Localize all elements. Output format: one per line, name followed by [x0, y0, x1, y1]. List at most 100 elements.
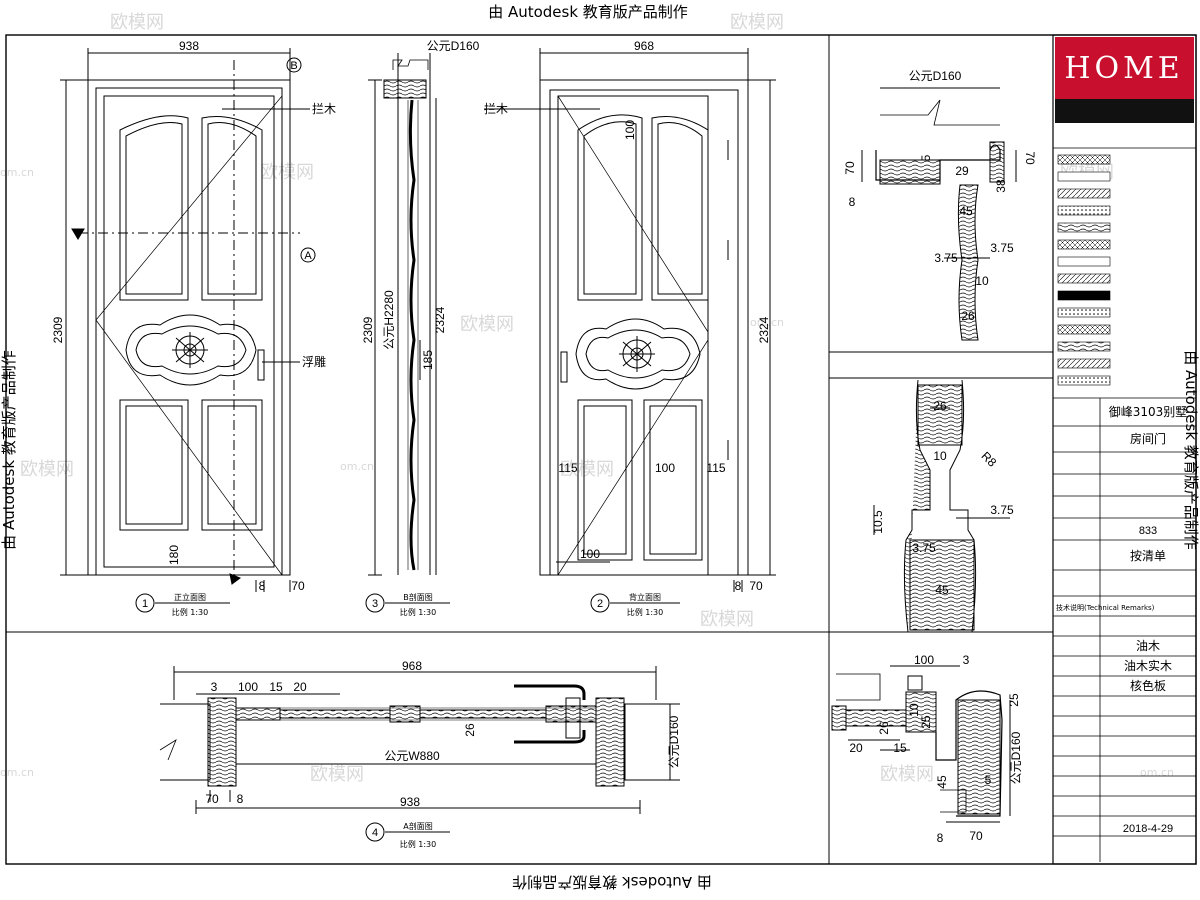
dm-105: 10.5: [871, 510, 885, 534]
v4-width: 938: [400, 795, 420, 809]
tb-finish1: 油木实木: [1124, 658, 1172, 673]
db-8: 8: [937, 831, 944, 845]
dm-375a: 3.75: [912, 541, 936, 555]
watermarks: 欧模网 欧模网 欧模网 欧模网 欧模网 欧模网 欧模网 欧模网 欧模网 欧模网 …: [0, 12, 1174, 785]
dt-375b: 3.75: [990, 241, 1014, 255]
dt-38: 38: [994, 179, 1008, 193]
view-section-b: [365, 53, 450, 613]
v1-rail-label: 拦木: [312, 102, 336, 116]
dt-5: 5: [919, 154, 933, 161]
v1-marker-b: B: [290, 60, 297, 72]
dm-26: 26: [933, 399, 947, 413]
db-3: 3: [963, 653, 970, 667]
tb-qty: 833: [1139, 525, 1157, 537]
dt-29: 29: [955, 164, 969, 178]
watermark-3: 欧模网: [260, 162, 314, 183]
v3-num: 3: [372, 598, 378, 610]
detail-top: [861, 87, 1017, 341]
watermark-om-2: om.cn: [750, 316, 784, 329]
v2-stile-left: 115: [558, 461, 577, 475]
dt-opening: 公元D160: [909, 69, 962, 83]
view-back-elevation: [484, 48, 776, 613]
tb-model: 御峰3103别墅: [1109, 404, 1188, 419]
v4-mid: 26: [463, 723, 477, 737]
tb-finish2: 核色板: [1130, 679, 1166, 693]
watermark-1: 欧模网: [110, 12, 164, 33]
db-15: 15: [893, 741, 907, 755]
watermark-6: 欧模网: [560, 459, 614, 480]
watermark-om-5: om.cn: [1140, 766, 1174, 779]
v1-stop: 8: [259, 579, 266, 593]
dm-45: 45: [935, 583, 949, 597]
view-section-a: [159, 666, 680, 842]
watermark-om-3: om.cn: [340, 460, 374, 473]
detail-top-labels: 公元D160 70 5 70 8 29 38 45 3.75 3.75 10 2…: [843, 69, 1037, 323]
dt-45: 45: [959, 204, 973, 218]
dm-r8: R8: [978, 449, 999, 470]
banner-top: 由 Autodesk 教育版产品制作: [488, 3, 688, 21]
v4-wall: 公元D160: [667, 715, 681, 768]
db-d160: 公元D160: [1009, 731, 1023, 784]
banner-bottom: 由 Autodesk 教育版产品制作: [512, 873, 712, 891]
v3-title: B剖面图: [403, 592, 433, 602]
legend-swatches: [1057, 154, 1111, 386]
watermark-8: 欧模网: [700, 609, 754, 630]
v4-scale: 比例 1:30: [400, 839, 437, 849]
v2-frame: 70: [749, 579, 763, 593]
v4-d3: 15: [269, 680, 283, 694]
watermark-10: 欧模网: [880, 764, 934, 785]
dt-70a: 70: [843, 161, 857, 175]
tb-material: 油木: [1136, 639, 1160, 653]
v4-d4: 20: [293, 680, 307, 694]
v1-marker-a: A: [304, 250, 312, 262]
v1-height: 2309: [51, 316, 65, 343]
tb-name: 房间门: [1130, 431, 1166, 446]
v3-opening: 公元D160: [427, 39, 480, 53]
v3-height-inner: 公元H2280: [382, 290, 396, 350]
v2-mid: 100: [655, 461, 675, 475]
v2-top-rail: 100: [623, 120, 637, 140]
v2-num: 2: [597, 598, 603, 610]
v1-title: 正立面图: [174, 592, 206, 602]
v2-title: 背立面图: [629, 592, 661, 602]
watermark-2: 欧模网: [730, 12, 784, 33]
v2-width: 968: [634, 39, 654, 53]
v4-stop: 8: [237, 792, 244, 806]
dt-8: 8: [849, 195, 856, 209]
db-26: 26: [877, 721, 891, 735]
view1-labels: 938 2309 拦木 浮雕 180 8 70 B A 1 正立面图 比例 1:…: [51, 39, 336, 617]
banner-right: 由 Autodesk 教育版产品制作: [1182, 350, 1200, 550]
v4-num: 4: [372, 827, 378, 839]
v2-height: 2324: [757, 316, 771, 343]
db-20: 20: [849, 741, 863, 755]
dm-10: 10: [933, 449, 947, 463]
v4-total: 968: [402, 659, 422, 673]
dt-26: 26: [961, 309, 975, 323]
detail-bottom: [831, 665, 1011, 823]
v2-stile-right: 115: [706, 461, 725, 475]
v2-scale: 比例 1:30: [627, 607, 664, 617]
v1-frame: 70: [291, 579, 305, 593]
view3-labels: 公元D160 2309 公元H2280 2324 185 3 B剖面图 比例 1…: [361, 39, 480, 617]
dt-70b: 70: [1023, 151, 1037, 165]
view-front-elevation: [60, 48, 316, 613]
view4-labels: 968 3 100 15 20 26 公元W880 公元D160 70 8 93…: [205, 659, 681, 849]
tb-unit: 按清单: [1130, 549, 1166, 563]
v3-height-outer: 2309: [361, 316, 375, 343]
v4-d2: 100: [238, 680, 258, 694]
watermark-9: 欧模网: [310, 764, 364, 785]
title-block: [1052, 34, 1197, 865]
db-100: 100: [914, 653, 934, 667]
watermark-om-1: om.cn: [0, 166, 34, 179]
dm-375b: 3.75: [990, 503, 1014, 517]
db-10: 10: [907, 703, 921, 717]
v2-stop: 8: [735, 579, 742, 593]
detail-bottom-labels: 100 3 20 15 10 25 26 45 5 公元D160 8 70 25: [849, 653, 1023, 845]
title-block-text: HOME 御峰3103别墅 房间门 833 按清单 技术说明(Technical…: [1056, 51, 1187, 835]
v1-num: 1: [142, 598, 148, 610]
v4-frame: 70: [205, 792, 219, 806]
v1-carving-label: 浮雕: [302, 354, 326, 369]
v4-title: A剖面图: [403, 821, 432, 831]
brand-logo: HOME: [1064, 51, 1183, 86]
